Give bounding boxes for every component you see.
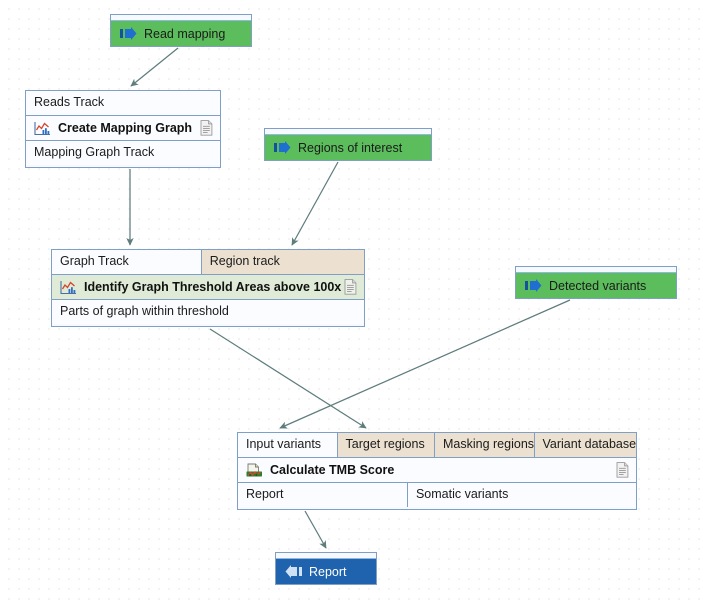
outport-somatic-variants[interactable]: Somatic variants (407, 483, 636, 507)
calculate-tmb-score-inputs: Input variants Target regions Masking re… (238, 433, 636, 457)
edge-regions-of-interest-to-identify-graph-threshold (291, 161, 339, 246)
calculate-tmb-score-title: Calculate TMB Score (270, 463, 395, 477)
tmb-score-icon (246, 463, 262, 476)
outport-mapping-graph-track[interactable]: Mapping Graph Track (26, 141, 220, 165)
identify-graph-threshold-outputs: Parts of graph within threshold (52, 300, 364, 324)
output-arrow-icon (285, 565, 302, 578)
node-report[interactable]: Report (275, 552, 377, 585)
node-calculate-tmb-score[interactable]: Input variants Target regions Masking re… (237, 432, 637, 510)
report-bar: Report (276, 558, 376, 584)
port-region-track[interactable]: Region track (201, 250, 364, 274)
port-input-variants[interactable]: Input variants (238, 433, 338, 457)
edge-identify-graph-threshold-to-calculate-tmb-score (209, 328, 367, 429)
input-arrow-icon (120, 27, 137, 40)
outport-parts-of-graph-within-threshold[interactable]: Parts of graph within threshold (52, 300, 364, 324)
port-variant-databases[interactable]: Variant databases (534, 433, 636, 457)
port-target-regions[interactable]: Target regions (337, 433, 435, 457)
read-mapping-bar: Read mapping (111, 20, 251, 46)
outport-report[interactable]: Report (238, 483, 408, 507)
port-masking-regions[interactable]: Masking regions (435, 433, 535, 457)
node-regions-of-interest[interactable]: Regions of interest (264, 128, 432, 161)
identify-graph-threshold-title: Identify Graph Threshold Areas above 100… (84, 280, 342, 294)
edge-calculate-tmb-score-to-report (304, 510, 327, 549)
document-icon[interactable] (616, 462, 629, 478)
node-identify-graph-threshold[interactable]: Graph Track Region track Identify Graph … (51, 249, 365, 327)
port-graph-track[interactable]: Graph Track (52, 250, 202, 274)
input-arrow-icon (274, 141, 291, 154)
mapping-graph-icon (60, 280, 76, 294)
node-create-mapping-graph[interactable]: Reads Track Create Mapping Graph (25, 90, 221, 168)
mapping-graph-icon (34, 121, 50, 135)
detected-variants-bar: Detected variants (516, 272, 676, 298)
identify-graph-threshold-inputs: Graph Track Region track (52, 250, 364, 274)
calculate-tmb-score-title-row[interactable]: Calculate TMB Score (238, 457, 636, 483)
create-mapping-graph-title: Create Mapping Graph (58, 121, 193, 135)
regions-of-interest-bar: Regions of interest (265, 134, 431, 160)
create-mapping-graph-outputs: Mapping Graph Track (26, 141, 220, 165)
edge-read-mapping-to-create-mapping-graph (130, 47, 179, 87)
create-mapping-graph-inputs: Reads Track (26, 91, 220, 115)
document-icon[interactable] (344, 279, 357, 295)
detected-variants-label: Detected variants (549, 278, 647, 293)
input-arrow-icon (525, 279, 542, 292)
document-icon[interactable] (200, 120, 213, 136)
create-mapping-graph-title-row[interactable]: Create Mapping Graph (26, 115, 220, 141)
regions-of-interest-label: Regions of interest (298, 140, 403, 155)
node-detected-variants[interactable]: Detected variants (515, 266, 677, 299)
report-label: Report (309, 564, 347, 579)
calculate-tmb-score-outputs: Report Somatic variants (238, 483, 636, 507)
read-mapping-label: Read mapping (144, 26, 226, 41)
node-read-mapping[interactable]: Read mapping (110, 14, 252, 47)
port-reads-track[interactable]: Reads Track (26, 91, 220, 115)
identify-graph-threshold-title-row[interactable]: Identify Graph Threshold Areas above 100… (52, 274, 364, 300)
